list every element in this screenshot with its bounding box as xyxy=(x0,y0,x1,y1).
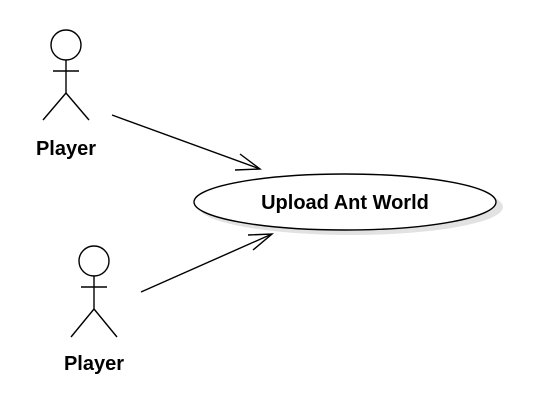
use-case-label: Upload Ant World xyxy=(261,192,429,214)
actor-left-leg xyxy=(42,92,67,121)
actor-left-leg xyxy=(70,308,95,338)
association-line xyxy=(111,114,261,170)
association-line xyxy=(140,233,273,293)
actor-right-leg xyxy=(65,92,90,121)
use-case-upload-ant-world[interactable]: Upload Ant World xyxy=(193,173,503,235)
actor-label-top: Player xyxy=(36,138,96,160)
open-arrowhead-icon xyxy=(234,153,262,171)
actor-head xyxy=(50,29,82,61)
association-top xyxy=(111,114,262,171)
association-bottom xyxy=(140,233,275,293)
actor-player-bottom[interactable]: Player xyxy=(64,245,124,375)
actor-right-leg xyxy=(93,308,118,338)
actor-player-top[interactable]: Player xyxy=(36,29,96,160)
use-case-ellipse xyxy=(193,173,497,231)
open-arrowhead-icon xyxy=(247,233,275,251)
actor-label-bottom: Player xyxy=(64,353,124,375)
actor-head xyxy=(78,245,110,277)
